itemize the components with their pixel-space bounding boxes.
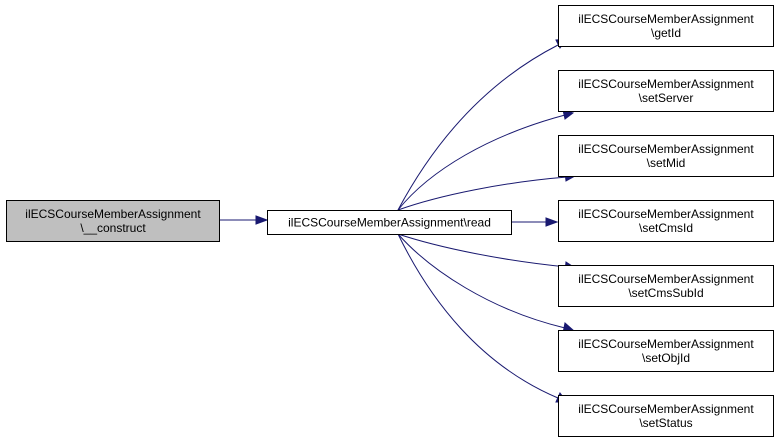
node-label-line: \setStatus xyxy=(639,416,692,430)
node-setObjId[interactable]: ilECSCourseMemberAssignment\setObjId xyxy=(558,330,774,372)
edge-construct-to-read xyxy=(219,215,269,225)
node-label-line: \setObjId xyxy=(642,351,690,365)
node-label-line: ilECSCourseMemberAssignment xyxy=(25,207,201,221)
node-box[interactable] xyxy=(558,5,774,47)
edge-line xyxy=(397,233,566,329)
edge-read-to-setCmsSubId xyxy=(397,233,577,272)
node-box[interactable] xyxy=(558,395,774,437)
node-label-line: \setServer xyxy=(639,91,694,105)
node-box[interactable] xyxy=(558,70,774,112)
node-setServer[interactable]: ilECSCourseMemberAssignment\setServer xyxy=(558,70,774,112)
node-construct[interactable]: ilECSCourseMemberAssignment\__construct xyxy=(6,200,220,242)
node-label-line: \getId xyxy=(651,26,681,40)
node-box[interactable] xyxy=(558,330,774,372)
edge-read-to-setServer xyxy=(397,109,575,211)
node-box[interactable] xyxy=(6,200,220,242)
node-setMid[interactable]: ilECSCourseMemberAssignment\setMid xyxy=(558,135,774,177)
node-label-line: ilECSCourseMemberAssignment xyxy=(578,207,754,221)
node-label-line: ilECSCourseMemberAssignment xyxy=(578,272,754,286)
node-box[interactable] xyxy=(558,200,774,242)
node-setCmsSubId[interactable]: ilECSCourseMemberAssignment\setCmsSubId xyxy=(558,265,774,307)
node-setStatus[interactable]: ilECSCourseMemberAssignment\setStatus xyxy=(558,395,774,437)
arrowhead xyxy=(255,215,269,225)
edge-line xyxy=(397,233,568,268)
edge-read-to-setStatus xyxy=(397,233,569,403)
node-read[interactable]: ilECSCourseMemberAssignment\read xyxy=(267,210,512,235)
edge-read-to-setCmsId xyxy=(511,217,559,227)
node-label-line: ilECSCourseMemberAssignment xyxy=(578,77,754,91)
node-getId[interactable]: ilECSCourseMemberAssignment\getId xyxy=(558,5,774,47)
arrowhead xyxy=(545,217,559,227)
node-label-line: \setCmsId xyxy=(639,221,693,235)
edge-line xyxy=(397,114,566,211)
edge-read-to-setObjId xyxy=(397,233,576,334)
edge-read-to-setMid xyxy=(397,171,577,211)
node-label-line: \setMid xyxy=(647,156,686,170)
node-label-line: ilECSCourseMemberAssignment xyxy=(578,402,754,416)
node-label-line: ilECSCourseMemberAssignment xyxy=(578,142,754,156)
node-label-line: ilECSCourseMemberAssignment xyxy=(578,337,754,351)
edge-line xyxy=(397,176,568,211)
node-label-line: \__construct xyxy=(80,221,146,235)
edge-line xyxy=(397,233,559,399)
node-setCmsId[interactable]: ilECSCourseMemberAssignment\setCmsId xyxy=(558,200,774,242)
node-box[interactable] xyxy=(558,135,774,177)
node-box[interactable] xyxy=(267,210,512,235)
node-label-line: ilECSCourseMemberAssignment\read xyxy=(288,216,491,230)
node-label-line: \setCmsSubId xyxy=(628,286,703,300)
edge-line xyxy=(397,44,559,211)
node-label-line: ilECSCourseMemberAssignment xyxy=(578,12,754,26)
node-box[interactable] xyxy=(558,265,774,307)
